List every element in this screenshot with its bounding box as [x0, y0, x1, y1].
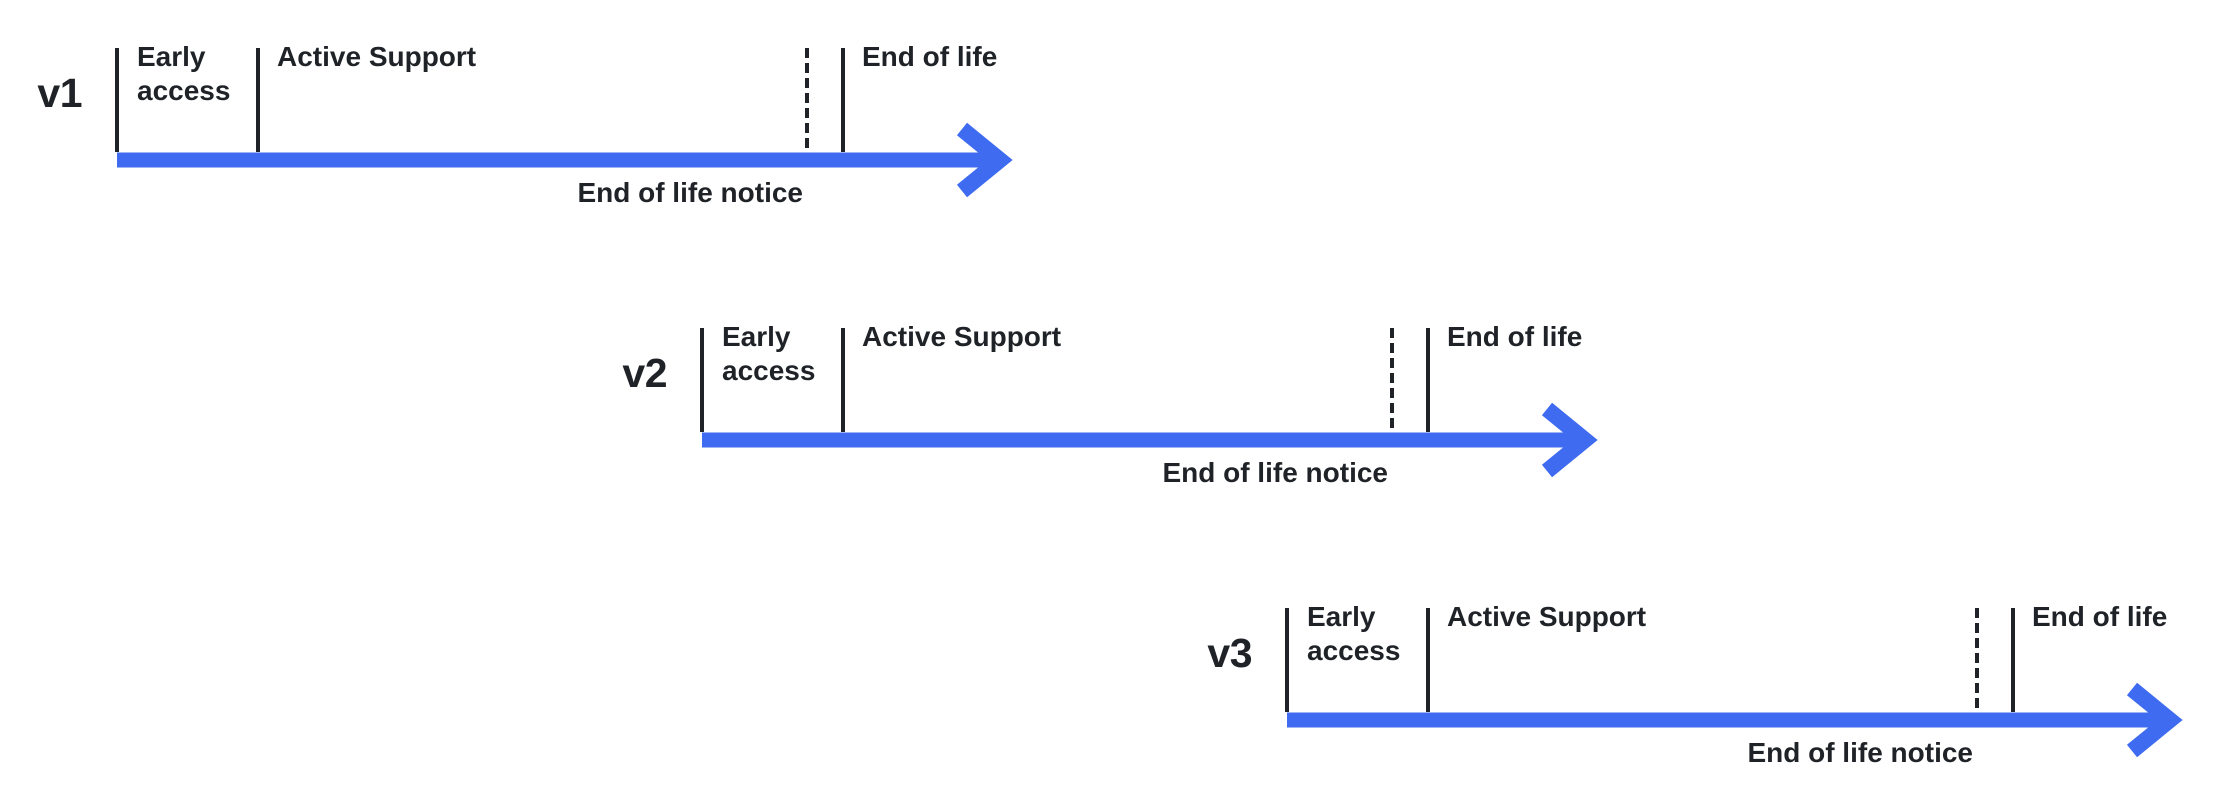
- timeline-v2: v2 Early access Active Support End of li…: [585, 280, 1643, 510]
- end-of-life-notice-label: End of life notice: [1162, 457, 1388, 488]
- version-label: v3: [1207, 630, 1252, 676]
- active-support-label: Active Support: [277, 41, 477, 72]
- end-of-life-label: End of life: [862, 41, 998, 72]
- version-label: v1: [37, 70, 82, 116]
- early-access-label: Early access: [137, 41, 231, 106]
- timeline-v1: v1 Early access Active Support End of li…: [0, 0, 1058, 230]
- timeline-v3: v3 Early access Active Support End of li…: [1170, 560, 2228, 790]
- version-label: v2: [622, 350, 667, 396]
- timeline-arrowhead-icon: [1541, 402, 1598, 478]
- timeline-arrowhead-icon: [956, 122, 1013, 198]
- timeline-v2-axis: [700, 328, 1598, 478]
- active-support-label: Active Support: [1447, 601, 1647, 632]
- timeline-v3-axis: [1285, 608, 2183, 758]
- timeline-v1-axis: [115, 48, 1013, 198]
- end-of-life-label: End of life: [1447, 321, 1583, 352]
- early-access-label: Early access: [722, 321, 816, 386]
- end-of-life-notice-label: End of life notice: [577, 177, 803, 208]
- end-of-life-notice-label: End of life notice: [1747, 737, 1973, 768]
- timeline-arrowhead-icon: [2126, 682, 2183, 758]
- active-support-label: Active Support: [862, 321, 1062, 352]
- end-of-life-label: End of life: [2032, 601, 2168, 632]
- early-access-label: Early access: [1307, 601, 1401, 666]
